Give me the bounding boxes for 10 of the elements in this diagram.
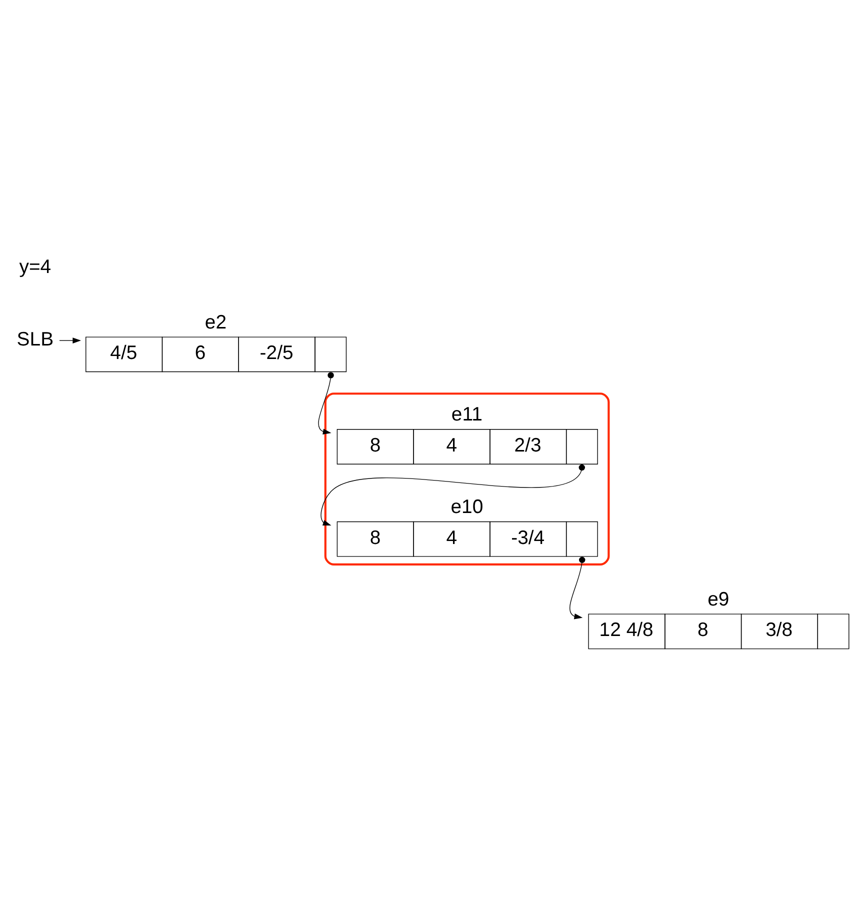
node-label: e11	[451, 404, 482, 426]
node-text: SLB	[16, 328, 54, 350]
arrow	[59, 338, 81, 344]
node-label: e9	[708, 588, 730, 610]
arrow	[318, 372, 334, 435]
node-label: e2	[204, 311, 227, 334]
arrow	[320, 464, 586, 526]
node-label: e10	[450, 496, 484, 518]
arrow	[570, 556, 586, 620]
label: y=4	[19, 256, 52, 278]
